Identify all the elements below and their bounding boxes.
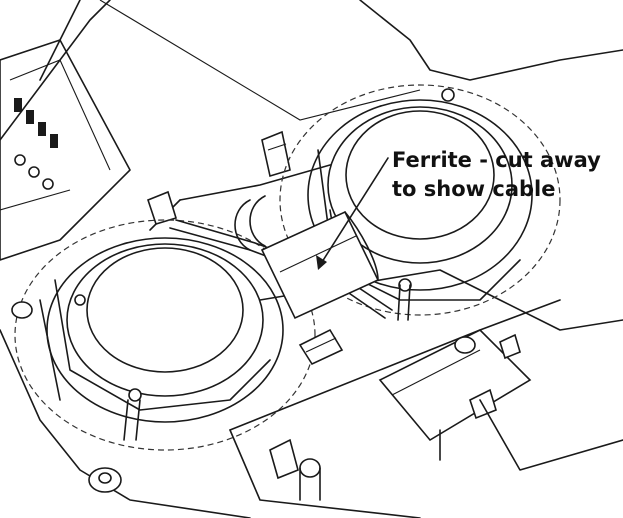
- annotation-line-1: Ferrite - cut away: [392, 148, 601, 172]
- leader-arrow: [316, 157, 389, 270]
- micro-switch: [378, 329, 532, 461]
- left-circular-housing: [14, 219, 316, 451]
- right-circular-housing: [279, 84, 561, 321]
- annotation-label: Ferrite - cut away to show cable: [392, 146, 601, 204]
- bracket: [298, 328, 344, 366]
- terminal-block: [0, 39, 131, 261]
- cable: [169, 195, 393, 319]
- retaining-clip: [147, 130, 291, 225]
- screw-post: [11, 301, 122, 493]
- annotation-line-2: to show cable: [392, 177, 556, 201]
- mounting-plate: [229, 299, 623, 518]
